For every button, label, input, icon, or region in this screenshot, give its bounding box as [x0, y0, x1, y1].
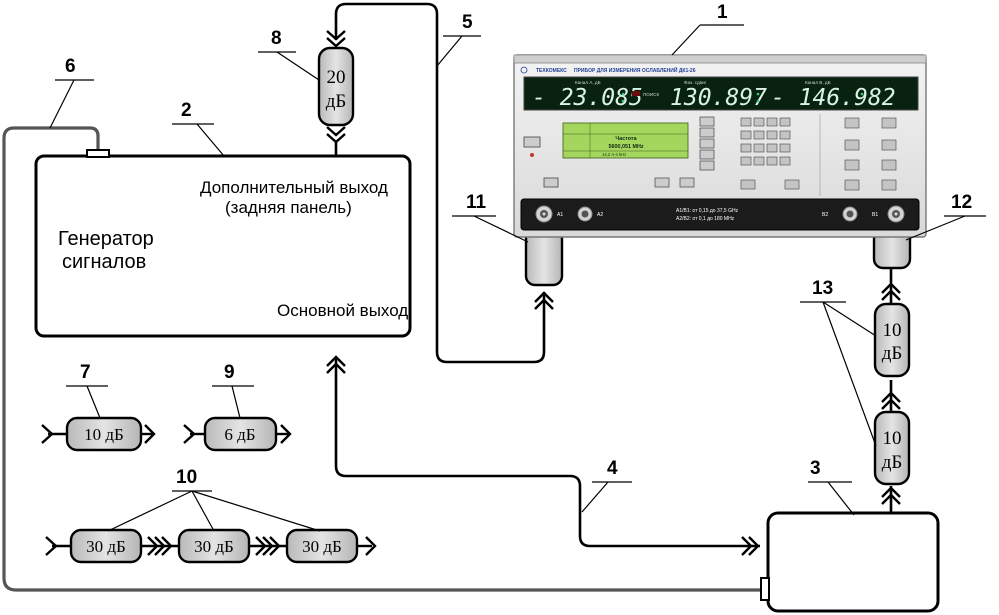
attenuator-13-top: 10 дБ	[873, 302, 911, 378]
next-menu-button[interactable]	[679, 177, 695, 188]
function-keys	[844, 117, 897, 191]
soft-key-5[interactable]	[699, 160, 715, 171]
attenuator-10-chain: 30 дБ 30 дБ 30 дБ	[45, 528, 377, 564]
callout-12: 12	[951, 192, 972, 213]
soft-key-1[interactable]	[699, 116, 715, 127]
signal-generator: Генератор сигналов Дополнительный выход …	[34, 149, 412, 338]
attenuator-10a-label: 30 дБ	[86, 537, 126, 556]
chevron-up-icon	[326, 355, 346, 374]
device-under-test	[760, 511, 940, 613]
display-channel-b: - 146.982	[771, 85, 896, 111]
range-line-1: A1/B1: от 0,15 до 37,5 GHz	[676, 208, 739, 214]
chevron-up-icon	[881, 391, 901, 410]
power-led-icon	[530, 153, 534, 157]
port-b2[interactable]	[842, 206, 858, 222]
callout-10: 10	[176, 467, 197, 488]
callout-6: 6	[65, 56, 76, 77]
callout-3: 3	[810, 458, 821, 479]
callout-1: 1	[717, 2, 728, 23]
attenuator-10b-label: 30 дБ	[194, 537, 234, 556]
aux-output-label: Дополнительный выход	[200, 178, 388, 197]
attenuator-10c-label: 30 дБ	[302, 537, 342, 556]
range-line-2: A2/B2: от 0,1 до 180 MHz	[676, 216, 735, 222]
chevron-right-icon	[741, 536, 760, 556]
keypad	[740, 117, 800, 190]
back-button[interactable]	[654, 177, 670, 188]
generator-title-line2: сигналов	[62, 251, 146, 273]
chevron-down-icon	[326, 30, 346, 48]
callout-9: 9	[224, 362, 235, 383]
main-output-label: Основной выход	[277, 301, 408, 320]
screen-freq-value: 5600,051 MHz	[608, 144, 643, 150]
aux-output-sublabel: (задняя панель)	[225, 198, 352, 217]
callout-8: 8	[271, 28, 282, 49]
adapter-11	[524, 228, 564, 287]
attenuator-9-label: 6 дБ	[224, 425, 255, 444]
connector-chevrons	[326, 30, 901, 556]
soft-key-4[interactable]	[699, 149, 715, 160]
channel-b-label: Канал В, дБ	[805, 80, 831, 85]
generator-title-line1: Генератор	[58, 228, 154, 250]
port-a1-label: A1	[557, 212, 563, 218]
callout-13: 13	[812, 278, 833, 299]
attenuator-8-unit: дБ	[326, 91, 347, 112]
chevron-down-icon	[326, 126, 346, 144]
attenuator-8-value: 20	[327, 67, 346, 88]
attenuator-8: 20 дБ	[317, 46, 355, 127]
port-a2-label: A2	[597, 212, 603, 218]
attenuation-meter: ТЕХКОМЕКС ПРИБОР ДЛЯ ИЗМЕРЕНИЯ ОСЛАБЛЕНИ…	[513, 54, 927, 238]
attenuator-13-bottom-value: 10	[883, 428, 902, 449]
soft-keys	[654, 116, 715, 188]
display-phase: 130.897	[670, 85, 767, 111]
callout-leaders	[49, 24, 986, 532]
cable-6	[2, 126, 766, 592]
screen-bottom-line: 14,2 А-4 kHz	[602, 152, 626, 157]
instrument-model: ПРИБОР ДЛЯ ИЗМЕРЕНИЯ ОСЛАБЛЕНИЙ ДК1-26	[574, 66, 696, 74]
contrast-button[interactable]	[543, 177, 559, 188]
chevron-up-icon	[881, 282, 901, 301]
attenuator-7-label: 10 дБ	[84, 425, 124, 444]
callout-4: 4	[607, 458, 618, 479]
callout-5: 5	[462, 12, 473, 33]
soft-key-2[interactable]	[699, 127, 715, 138]
callout-2: 2	[181, 100, 192, 121]
attenuator-9: 6 дБ	[183, 416, 292, 452]
chevron-up-icon	[534, 291, 554, 310]
port-b1[interactable]	[887, 205, 905, 223]
attenuator-13-top-unit: дБ	[882, 343, 903, 364]
port-b1-label: B1	[872, 212, 878, 218]
instrument-brand: ТЕХКОМЕКС	[536, 68, 567, 74]
power-button[interactable]	[523, 136, 541, 148]
logo-icon	[520, 66, 528, 74]
callout-11: 11	[466, 192, 487, 213]
attenuator-13-bottom-unit: дБ	[882, 452, 903, 473]
port-b2-label: B2	[822, 212, 828, 218]
screen-freq-label: Частота	[615, 136, 637, 142]
channel-a-label: Канал А, дБ	[575, 80, 601, 85]
attenuator-13-top-value: 10	[883, 320, 902, 341]
phase-label: Фаз. сдвиг	[684, 80, 707, 85]
callout-7: 7	[80, 362, 91, 383]
search-label: ПОИСК	[643, 92, 659, 97]
callout-numbers: 1 2 3 4 5 6 7 8 9 10 11 12 13	[65, 2, 972, 488]
cable-4	[334, 357, 760, 548]
chevron-up-icon	[881, 486, 901, 505]
cables	[2, 2, 893, 592]
attenuator-7: 10 дБ	[41, 416, 156, 452]
soft-key-3[interactable]	[699, 138, 715, 149]
port-a2[interactable]	[577, 206, 593, 222]
search-led	[632, 91, 640, 96]
cable-5	[334, 2, 546, 364]
menu-screen	[562, 122, 689, 159]
display-channel-a: - 23.085	[532, 85, 643, 111]
port-a1[interactable]	[535, 205, 553, 223]
attenuator-13-bottom: 10 дБ	[873, 410, 911, 486]
